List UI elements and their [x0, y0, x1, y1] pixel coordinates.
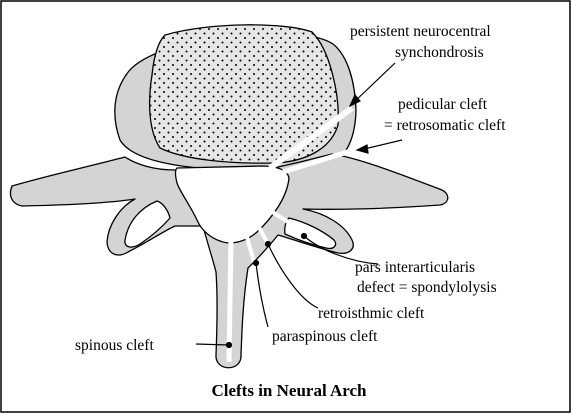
spinous-cleft [226, 237, 234, 363]
retroisthmic-leader [267, 243, 319, 309]
label-pars-line2: defect = spondylolysis [357, 279, 497, 296]
label-retroisthmic: retroisthmic cleft [318, 305, 425, 322]
pars-defect-cleft [264, 206, 306, 234]
pars-leader [303, 235, 379, 265]
left-process-notch [124, 200, 171, 248]
label-neurocentral-line1: persistent neurocentral [350, 23, 491, 40]
pedicular-arrowhead [355, 144, 369, 154]
retroisthmic-cleft [252, 217, 270, 245]
spinous-dot [225, 341, 233, 349]
label-neurocentral-line2: synchondrosis [395, 44, 484, 61]
label-spinous: spinous cleft [75, 337, 154, 354]
label-pedicular-line1: pedicular cleft [398, 96, 488, 113]
pars-dot [300, 232, 308, 240]
paraspinous-cleft [243, 229, 256, 263]
spinous-leader [195, 343, 229, 346]
vertebral-canal [174, 165, 290, 244]
paraspinous-leader [255, 262, 269, 328]
label-pedicular-line2: = retrosomatic cleft [384, 117, 506, 134]
label-paraspinous: paraspinous cleft [272, 328, 378, 345]
label-pars-line1: pars interarticularis [355, 259, 475, 276]
neurocentral-cleft [268, 105, 354, 171]
neurocentral-arrowhead [348, 93, 361, 108]
neurocentral-leader [351, 62, 396, 105]
vertebral-core-dots [149, 24, 339, 164]
retroisthmic-dot [264, 240, 272, 248]
paraspinous-dot [252, 259, 260, 267]
pedicular-cleft [282, 146, 358, 175]
figure-caption: Clefts in Neural Arch [211, 381, 367, 400]
